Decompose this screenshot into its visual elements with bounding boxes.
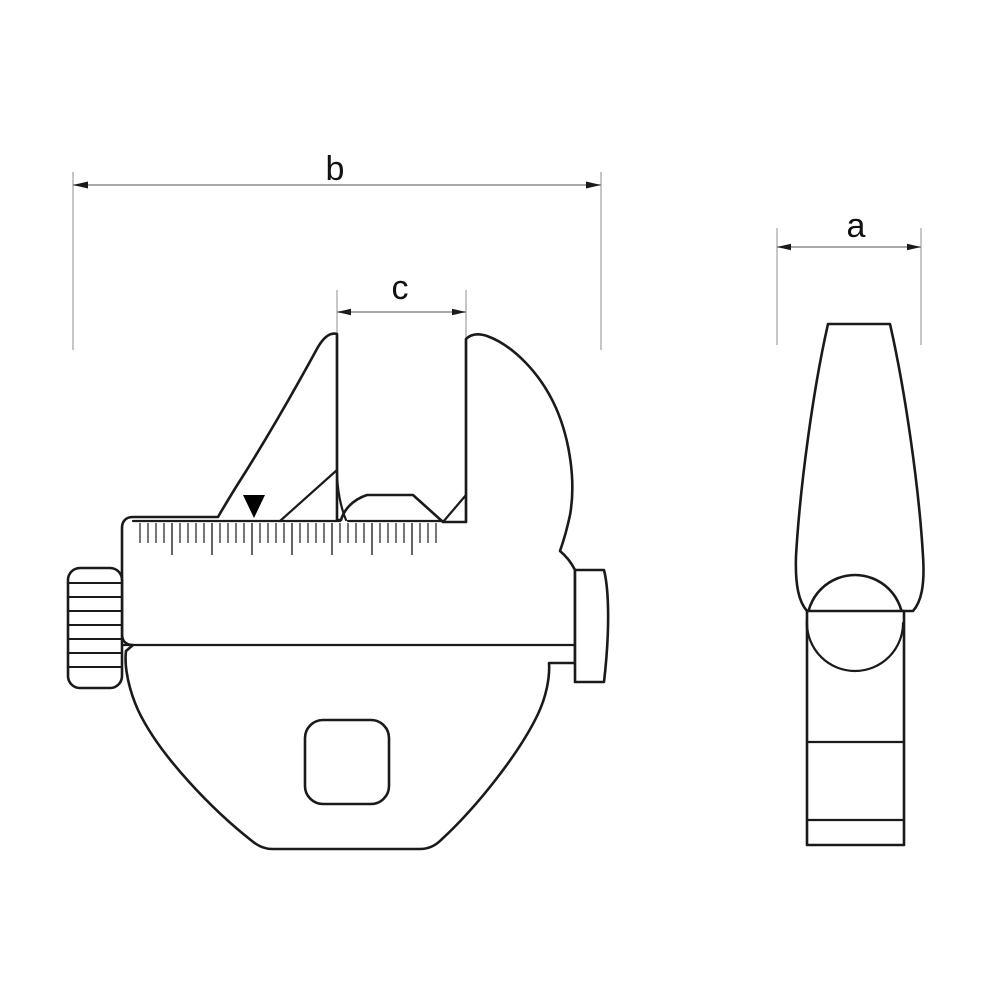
dimension-a-arrow-right-icon bbox=[907, 243, 921, 251]
front-view-measuring-scale bbox=[139, 523, 437, 555]
front-view-body-outline bbox=[120, 332, 577, 851]
side-view-blade-outline bbox=[794, 322, 925, 613]
front-view-right-flange bbox=[573, 568, 610, 684]
front-view-knurled-knob[interactable] bbox=[66, 566, 124, 690]
front-view-square-drive-hole bbox=[303, 718, 391, 806]
side-view bbox=[794, 322, 925, 847]
dimension-b-label: b bbox=[326, 150, 345, 188]
dimension-c-arrow-right-icon bbox=[452, 308, 466, 316]
front-view-index-pointer-icon bbox=[243, 495, 265, 518]
dimension-c: c bbox=[336, 269, 467, 352]
dimension-c-arrow-left-icon bbox=[337, 308, 351, 316]
dimension-b: b bbox=[72, 150, 602, 350]
front-view-left-jaw-fillet bbox=[278, 468, 339, 523]
dimension-a-label: a bbox=[847, 207, 866, 245]
dimension-b-arrow-right-icon bbox=[586, 181, 601, 189]
front-view-left-jaw-inner-face bbox=[335, 332, 348, 522]
dimension-a: a bbox=[776, 207, 922, 345]
dimension-b-arrow-left-icon bbox=[73, 181, 88, 189]
side-view-drive-boss-visible-arc bbox=[805, 621, 905, 673]
dimension-c-label: c bbox=[392, 269, 409, 307]
dimension-a-arrow-left-icon bbox=[777, 243, 791, 251]
side-view-shank bbox=[805, 609, 906, 847]
knurled-knob-body[interactable] bbox=[66, 566, 124, 690]
front-view bbox=[66, 332, 610, 851]
front-view-right-jaw-chamfer bbox=[441, 493, 468, 524]
